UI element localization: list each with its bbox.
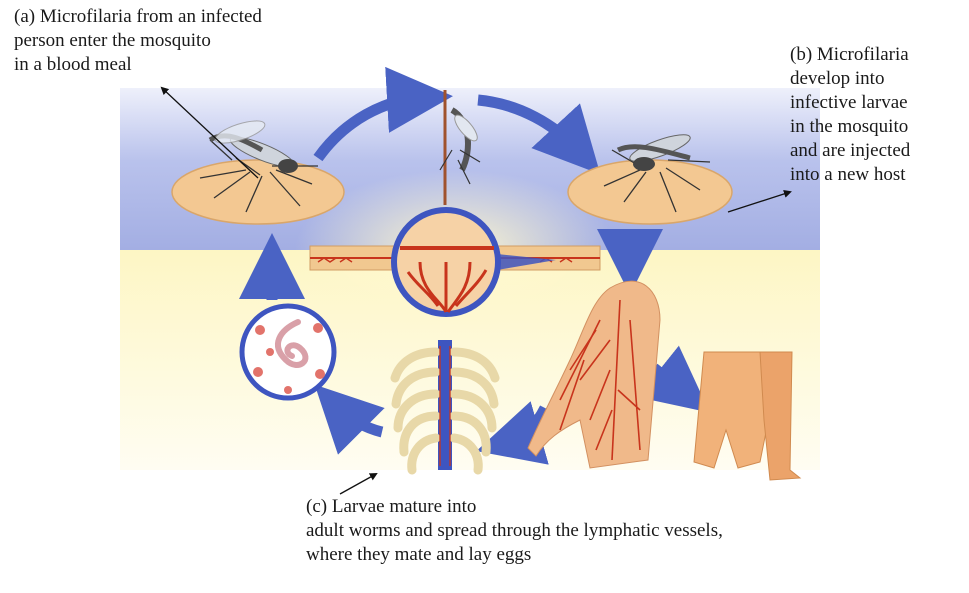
caption-c-line-1: (c) Larvae mature into — [306, 495, 723, 519]
pointer-c — [340, 474, 376, 494]
caption-a: (a) Microfilaria from an infected person… — [14, 5, 262, 77]
caption-c-line-2: adult worms and spread through the lymph… — [306, 519, 723, 543]
swollen-legs — [694, 352, 800, 480]
caption-b-line-2: develop into — [790, 67, 910, 91]
caption-b-line-1: (b) Microfilaria — [790, 43, 910, 67]
caption-b-line-4: in the mosquito — [790, 115, 910, 139]
caption-b-line-6: into a new host — [790, 163, 910, 187]
microfilaria-circle — [242, 306, 334, 398]
caption-a-line-2: person enter the mosquito — [14, 29, 262, 53]
caption-b-line-3: infective larvae — [790, 91, 910, 115]
caption-c: (c) Larvae mature into adult worms and s… — [306, 495, 723, 567]
caption-a-line-1: (a) Microfilaria from an infected — [14, 5, 262, 29]
caption-b-line-5: and are injected — [790, 139, 910, 163]
caption-a-line-3: in a blood meal — [14, 53, 262, 77]
caption-c-line-3: where they mate and lay eggs — [306, 543, 723, 567]
caption-b: (b) Microfilaria develop into infective … — [790, 43, 910, 187]
